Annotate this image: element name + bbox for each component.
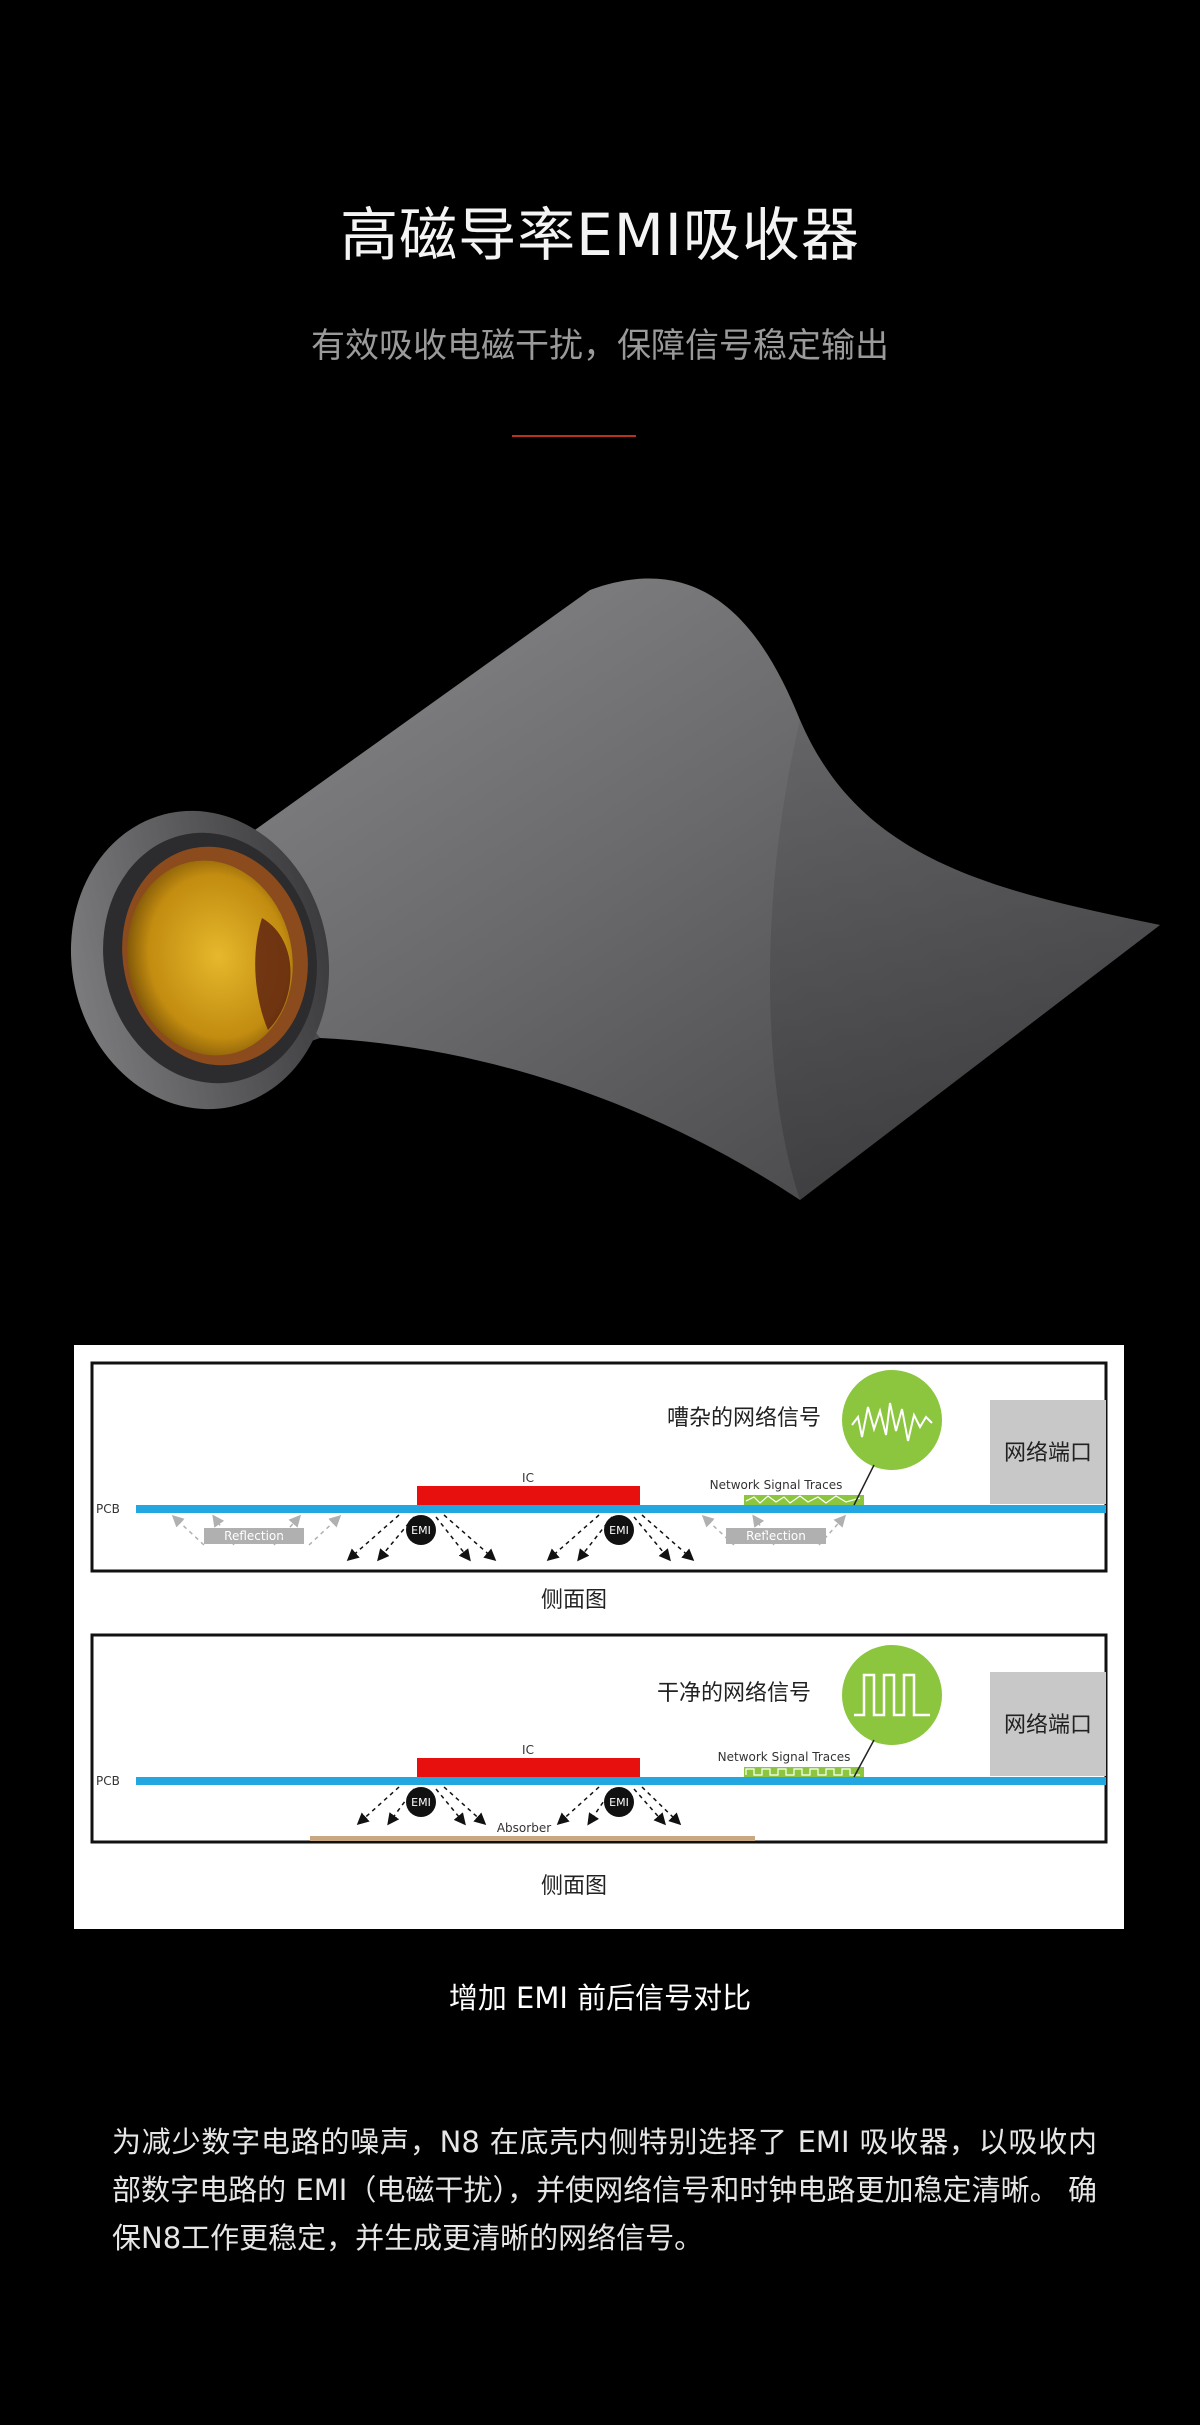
side-view-caption-1: 侧面图 xyxy=(541,1588,607,1613)
signal-label: 干净的网络信号 xyxy=(657,1681,811,1706)
signal-label: 嘈杂的网络信号 xyxy=(667,1406,821,1431)
port-box xyxy=(990,1672,1106,1776)
description-paragraph: 为减少数字电路的噪声，N8 在底壳内侧特别选择了 EMI 吸收器，以吸收内部数字… xyxy=(112,2125,1097,2255)
ic-chip xyxy=(417,1486,640,1505)
emi-comparison-diagram: 网络端口 PCB IC Network Signal Traces 嘈杂的网络信… xyxy=(74,1345,1124,1929)
clean-signal-icon xyxy=(842,1645,942,1745)
emi-icon-1 xyxy=(406,1515,436,1545)
emi-icon-2 xyxy=(604,1515,634,1545)
pcb-label: PCB xyxy=(96,1774,120,1788)
pcb-label: PCB xyxy=(96,1502,120,1516)
ic-chip xyxy=(417,1758,640,1777)
emi-icon-1 xyxy=(406,1787,436,1817)
reflection-box-right xyxy=(726,1528,826,1544)
port-label: 网络端口 xyxy=(1004,1713,1092,1738)
signal-trace-strip xyxy=(744,1767,864,1777)
diagram-svg: 网络端口 PCB IC Network Signal Traces 嘈杂的网络信… xyxy=(90,1361,1108,1899)
reflection-box-left xyxy=(204,1528,304,1544)
page-title: 高磁导率EMI吸收器 xyxy=(340,201,860,269)
svg-text:EMI: EMI xyxy=(609,1796,629,1809)
signal-trace-strip xyxy=(744,1495,864,1505)
emi-absorber-roll-image xyxy=(70,578,1160,1200)
svg-text:EMI: EMI xyxy=(411,1796,431,1809)
emi-icon-2 xyxy=(604,1787,634,1817)
top-diagram: 网络端口 PCB IC Network Signal Traces 嘈杂的网络信… xyxy=(90,1361,1108,1613)
port-box xyxy=(990,1400,1106,1504)
ic-label: IC xyxy=(522,1471,534,1485)
svg-text:EMI: EMI xyxy=(411,1524,431,1537)
absorber-label: Absorber xyxy=(497,1821,551,1835)
trace-label: Network Signal Traces xyxy=(718,1750,851,1764)
absorber-layer xyxy=(310,1836,755,1841)
ic-label: IC xyxy=(522,1743,534,1757)
svg-text:Reflection: Reflection xyxy=(746,1529,806,1543)
page-subtitle: 有效吸收电磁干扰，保障信号稳定输出 xyxy=(311,326,889,366)
accent-divider xyxy=(512,435,636,437)
bottom-diagram: 网络端口 PCB IC Network Signal Traces 干净的网络信… xyxy=(90,1633,1108,1899)
svg-text:Reflection: Reflection xyxy=(224,1529,284,1543)
pcb-trace xyxy=(136,1777,1106,1785)
side-view-caption-2: 侧面图 xyxy=(541,1874,607,1899)
comparison-caption: 增加 EMI 前后信号对比 xyxy=(448,1981,752,2015)
port-label: 网络端口 xyxy=(1004,1441,1092,1466)
trace-label: Network Signal Traces xyxy=(710,1478,843,1492)
svg-text:EMI: EMI xyxy=(609,1524,629,1537)
pcb-trace xyxy=(136,1505,1106,1513)
noisy-signal-icon xyxy=(842,1370,942,1470)
